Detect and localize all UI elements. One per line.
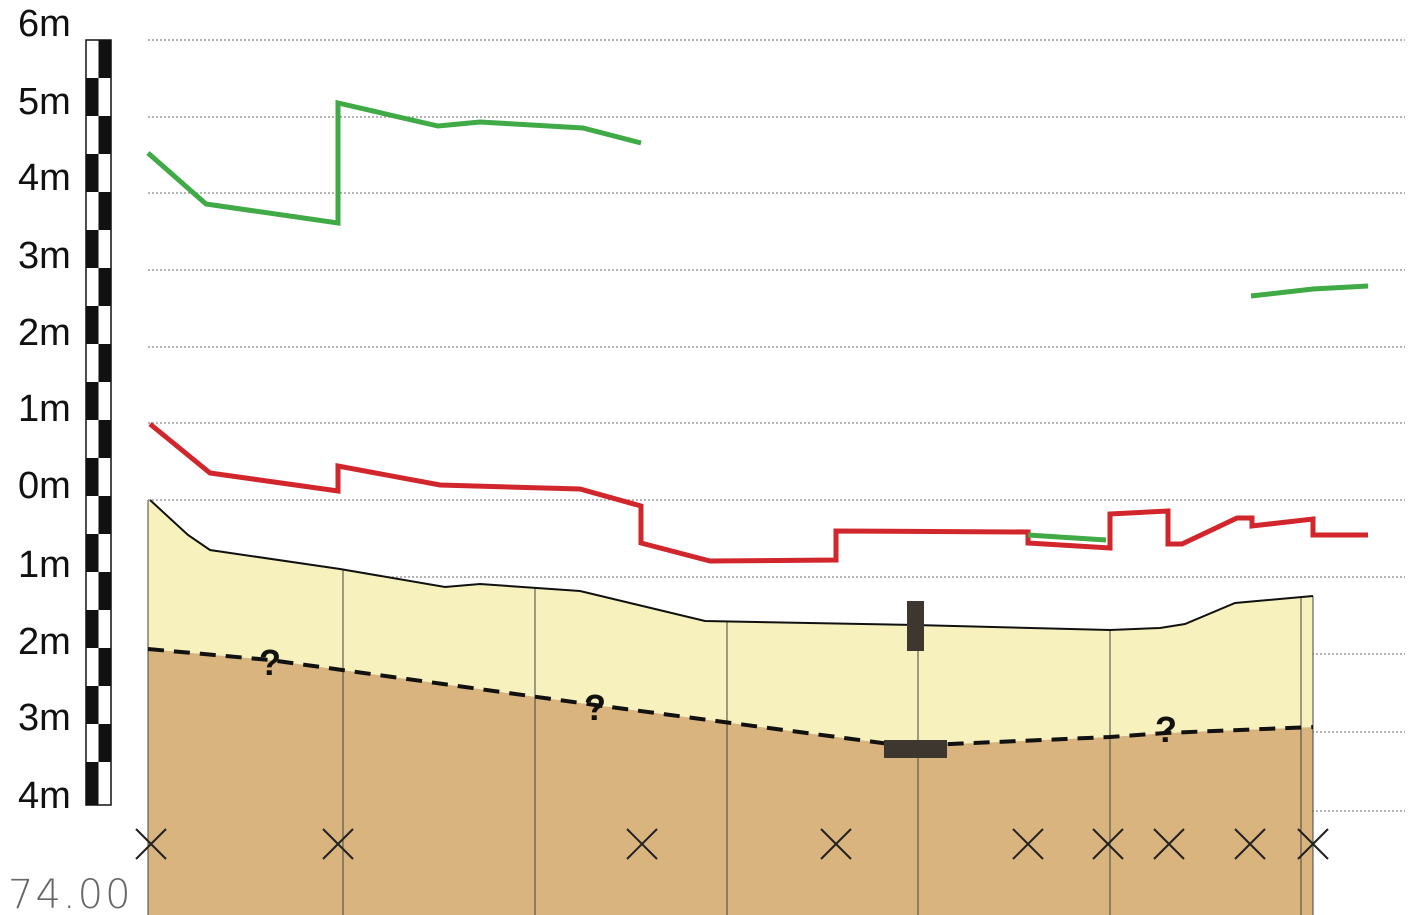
scale-label-minus-4m: 4m: [18, 775, 71, 817]
lower-deposit-fill: [148, 649, 1313, 915]
scale-label-1m: 1m: [18, 388, 71, 430]
uncertainty-mark-3: ?: [1155, 709, 1177, 750]
scale-label-minus-2m: 2m: [18, 621, 71, 663]
scale-block: [86, 78, 99, 116]
scale-block: [98, 192, 111, 230]
x-cross-icon: [820, 828, 852, 860]
red-line: [148, 422, 1368, 564]
horizontal-marker-bar: [884, 740, 947, 758]
scale-block: [86, 762, 99, 805]
x-cross-icon: [322, 828, 354, 860]
scale-block: [98, 116, 111, 154]
scale-block: [98, 724, 111, 762]
scale-block: [86, 154, 99, 192]
green-line-middle: [1027, 532, 1107, 543]
scale-bar: [85, 39, 112, 806]
x-cross-icon: [626, 828, 658, 860]
scale-block: [86, 230, 99, 268]
scale-labels: 6m 5m 4m 3m 2m 1m 0m 1m 2m 3m 4m: [18, 3, 71, 817]
scale-block: [98, 344, 111, 382]
x-cross-icon: [1092, 828, 1124, 860]
x-cross-icon: [1153, 828, 1185, 860]
scale-block: [98, 648, 111, 686]
scale-block: [86, 534, 99, 572]
scale-block: [86, 458, 99, 496]
scale-label-minus-1m: 1m: [18, 544, 71, 586]
scale-block: [98, 40, 111, 78]
reference-level-label: 74.00: [8, 872, 133, 915]
x-cross-icon: [1297, 828, 1329, 860]
scale-block: [98, 268, 111, 306]
ground-profile-line: [149, 499, 1314, 632]
green-line-left: [146, 99, 642, 226]
scale-block: [86, 382, 99, 420]
scale-block: [98, 572, 111, 610]
x-cross-icon: [135, 828, 167, 860]
scale-block: [86, 610, 99, 648]
scale-label-2m: 2m: [18, 312, 71, 354]
uncertainty-mark-2: ?: [584, 687, 606, 728]
vertical-marker-bar: [907, 601, 924, 651]
scale-label-0m: 0m: [18, 465, 71, 507]
scale-block: [86, 686, 99, 724]
x-cross-icon: [1234, 828, 1266, 860]
scale-label-3m: 3m: [18, 235, 71, 277]
scale-label-minus-3m: 3m: [18, 697, 71, 739]
uncertainty-mark-1: ?: [259, 642, 281, 683]
scale-block: [98, 420, 111, 458]
upper-deposit-fill: [148, 500, 1313, 746]
column-markers: [135, 828, 1329, 860]
scale-label-6m: 6m: [18, 3, 71, 45]
scale-block: [98, 496, 111, 534]
x-cross-icon: [1012, 828, 1044, 860]
scale-label-5m: 5m: [18, 81, 71, 123]
scale-block: [86, 306, 99, 344]
green-line-right: [1250, 283, 1369, 299]
scale-label-4m: 4m: [18, 157, 71, 199]
